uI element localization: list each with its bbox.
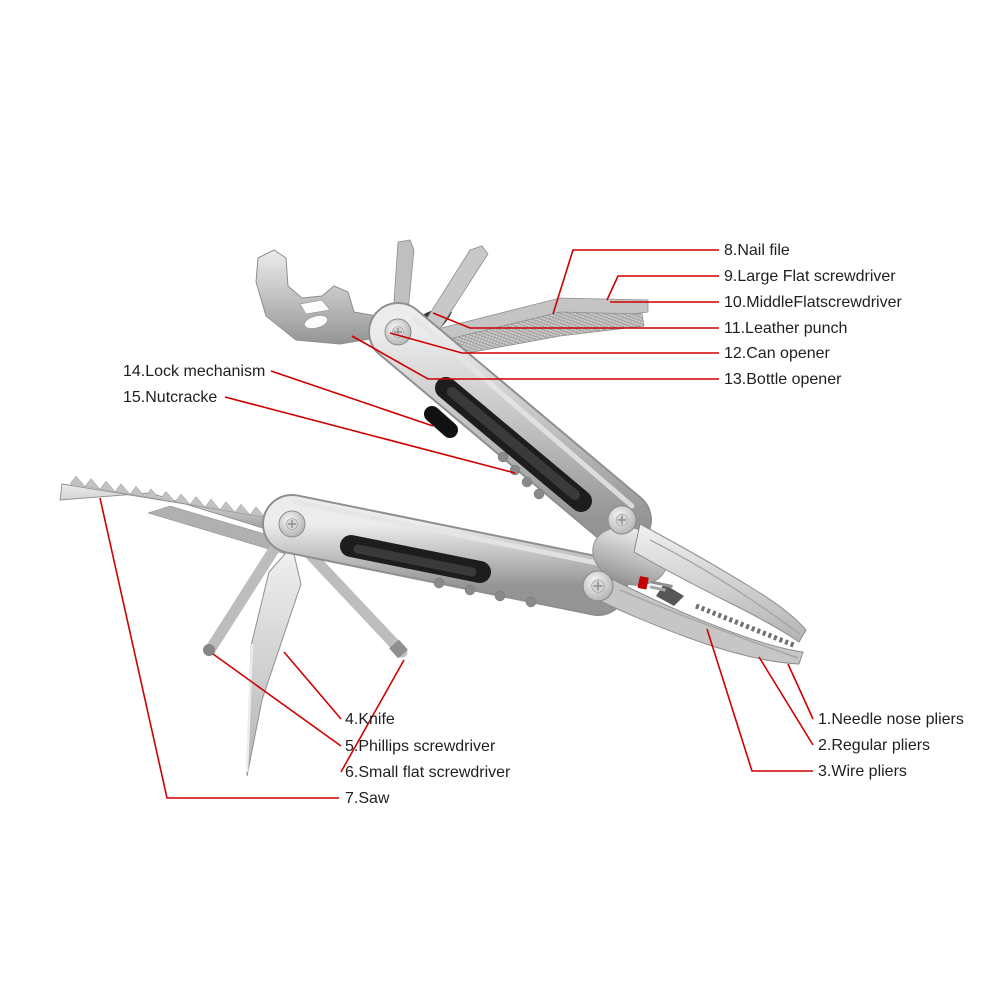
leader-line-8 bbox=[552, 249, 719, 315]
leader-line-9 bbox=[606, 275, 719, 301]
leader-line-1 bbox=[787, 663, 814, 720]
knife-tool bbox=[245, 544, 302, 777]
label-nutcracker: 15.Nutcracke bbox=[123, 389, 218, 406]
lower-handle bbox=[262, 494, 628, 616]
label-middle-flat-screwdriver: 10.MiddleFlatscrewdriver bbox=[724, 294, 902, 311]
label-lock-mechanism: 14.Lock mechanism bbox=[123, 363, 266, 380]
lock-mechanism[interactable] bbox=[424, 406, 458, 438]
pliers-lower-jaw bbox=[597, 577, 804, 665]
label-can-opener: 12.Can opener bbox=[724, 345, 830, 362]
label-large-flat-screwdriver: 9.Large Flat screwdriver bbox=[724, 268, 896, 285]
leader-line-15 bbox=[224, 396, 516, 474]
leader-line-13 bbox=[351, 335, 719, 380]
label-saw: 7.Saw bbox=[345, 790, 390, 807]
label-wire-pliers: 3.Wire pliers bbox=[818, 763, 907, 780]
label-bottle-opener: 13.Bottle opener bbox=[724, 371, 842, 388]
upper-handle bbox=[368, 302, 652, 550]
small-flat-screwdriver-tool bbox=[300, 544, 408, 659]
leader-line-6 bbox=[340, 659, 405, 773]
leader-line-3 bbox=[706, 628, 813, 772]
label-needle-nose-pliers: 1.Needle nose pliers bbox=[818, 711, 964, 728]
leader-line-7 bbox=[99, 497, 339, 799]
label-phillips-screwdriver: 5.Phillips screwdriver bbox=[345, 738, 496, 755]
grip-serrations bbox=[433, 577, 537, 608]
leader-line-5 bbox=[212, 653, 342, 747]
label-knife: 4.Knife bbox=[345, 711, 395, 728]
bottle-can-opener-tool bbox=[255, 249, 401, 345]
pivot-screw-top bbox=[384, 318, 412, 346]
leader-line-14 bbox=[270, 370, 434, 427]
leader-line-2 bbox=[758, 656, 814, 746]
pivot-screw-upper-handle bbox=[607, 505, 637, 535]
label-small-flat-screwdriver: 6.Small flat screwdriver bbox=[345, 764, 511, 781]
leader-lines bbox=[99, 249, 814, 799]
saw-tool bbox=[59, 475, 293, 538]
leader-line-4 bbox=[283, 651, 342, 720]
phillips-screwdriver-tool bbox=[203, 534, 286, 656]
pivot-screw-lower-handle bbox=[582, 570, 614, 602]
label-leather-punch: 11.Leather punch bbox=[724, 320, 848, 337]
pivot-screw-bottom bbox=[278, 510, 306, 538]
label-regular-pliers: 2.Regular pliers bbox=[818, 737, 931, 754]
leader-line-11 bbox=[432, 312, 719, 329]
pliers-head bbox=[592, 523, 807, 665]
leader-line-12 bbox=[389, 332, 719, 354]
brand-logo bbox=[637, 576, 673, 592]
saw-teeth bbox=[69, 475, 266, 518]
label-nail-file: 8.Nail file bbox=[724, 242, 790, 259]
